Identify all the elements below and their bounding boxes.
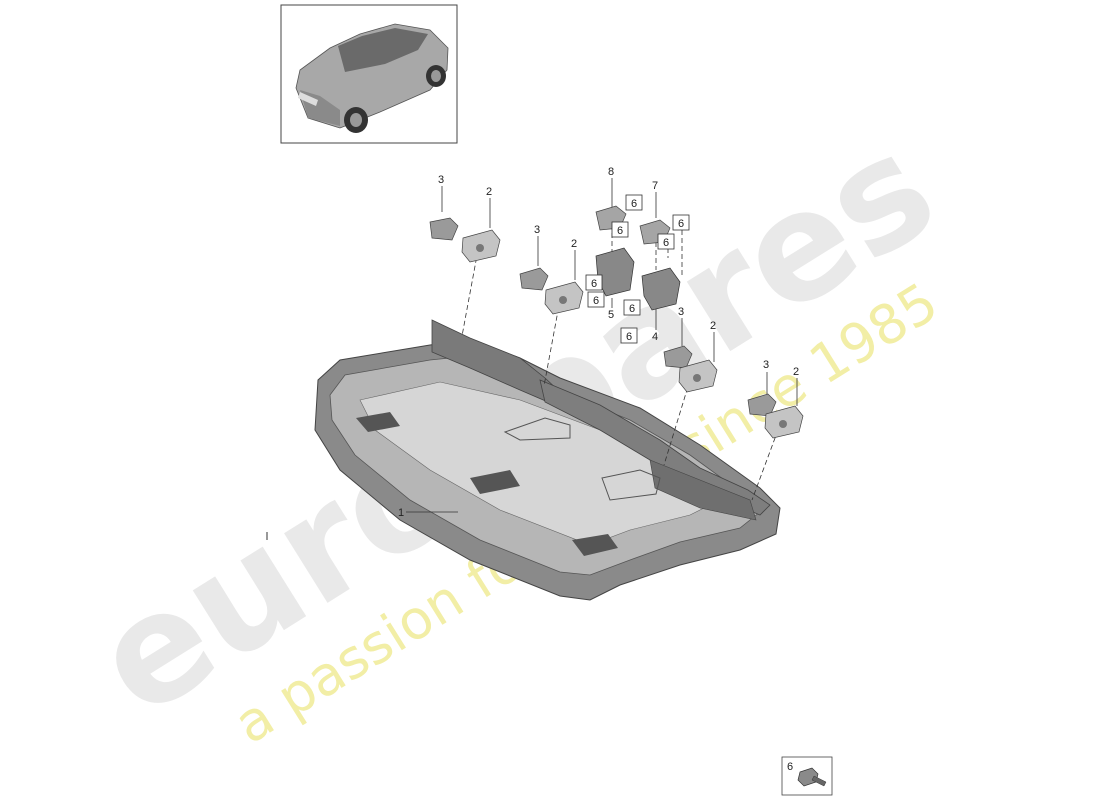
boxed-callout-6e: 6	[591, 278, 597, 290]
callout-3b: 3	[534, 224, 540, 236]
callout-3d: 3	[763, 359, 769, 371]
bracket-part-b	[544, 281, 584, 315]
callout-3c: 3	[678, 306, 684, 318]
boxed-callout-6a: 6	[631, 198, 637, 210]
boxed-callouts: 6 6 6 6 6 6 6 6	[585, 194, 690, 344]
vehicle-thumbnail	[280, 4, 458, 144]
bracket-part-c	[678, 359, 718, 393]
boxed-callout-6c: 6	[678, 218, 684, 230]
callout-3a: 3	[438, 174, 444, 186]
callout-1: 1	[398, 507, 404, 519]
callouts: 1 3 2 3 2 8 7 5 4 3 2 3 2	[398, 166, 799, 519]
clip-part-a	[429, 217, 459, 241]
callout-4: 4	[652, 331, 658, 343]
boxed-callout-6g: 6	[629, 303, 635, 315]
clip-part-b	[519, 267, 549, 291]
legend-label: 6	[787, 761, 793, 773]
clip-part-c	[663, 345, 693, 369]
callout-7: 7	[652, 180, 658, 192]
boxed-callout-6d: 6	[663, 237, 669, 249]
callout-2b: 2	[571, 238, 577, 250]
bracket-part-a	[461, 229, 501, 263]
boxed-callout-6h: 6	[626, 331, 632, 343]
clip-part-d	[747, 393, 777, 417]
car-suv-icon	[295, 23, 449, 133]
solid-leaders	[406, 178, 798, 513]
callout-2a: 2	[486, 186, 492, 198]
latch-part-4	[641, 267, 681, 311]
callout-8: 8	[608, 166, 614, 178]
boxed-callout-6f: 6	[593, 295, 599, 307]
bracket-part-d	[764, 405, 804, 439]
boxed-callout-6b: 6	[617, 225, 623, 237]
callout-2d: 2	[793, 366, 799, 378]
bolt-icon	[797, 767, 827, 787]
callout-5: 5	[608, 309, 614, 321]
callout-2c: 2	[710, 320, 716, 332]
legend-part-6: 6	[781, 756, 833, 796]
seat-cushion-frame	[314, 319, 781, 601]
